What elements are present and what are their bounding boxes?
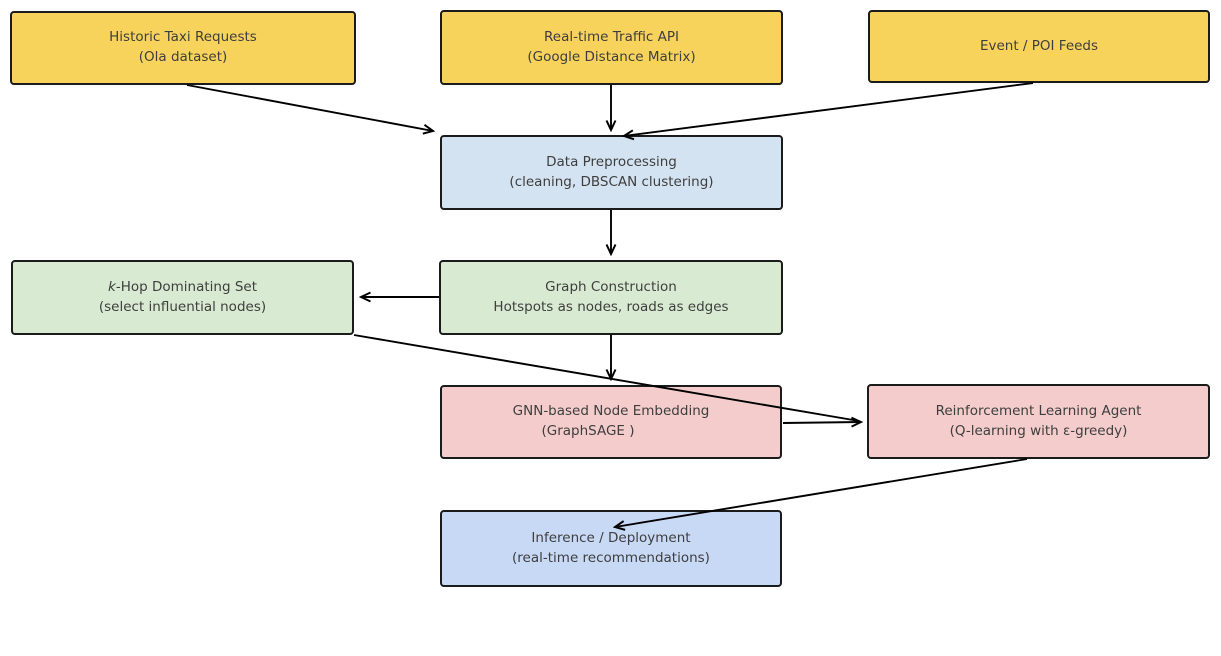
- node-label-line1: Real-time Traffic API: [544, 28, 679, 45]
- node-label-line2: (real-time recommendations): [512, 549, 710, 566]
- edge-historic-to-preprocessing-arrow: [186, 84, 433, 131]
- node-label-line1: Inference / Deployment: [531, 529, 691, 546]
- node-label-line1: Event / POI Feeds: [979, 37, 1099, 54]
- node-label-line2: (Google Distance Matrix): [527, 48, 696, 65]
- edge-events-to-preprocessing-arrow: [624, 82, 1034, 136]
- node-label-line1: Reinforcement Learning Agent: [935, 402, 1142, 419]
- node-label-line1: GNN-based Node Embedding: [512, 403, 710, 420]
- node-k-hop-dominating-set: k-Hop Dominating Set (select influential…: [11, 260, 354, 335]
- node-reinforcement-learning-agent: Reinforcement Learning Agent (Q-learning…: [867, 384, 1210, 459]
- node-gnn-node-embedding: GNN-based Node Embedding (GraphSAGE ): [440, 385, 782, 459]
- node-realtime-traffic-api: Real-time Traffic API (Google Distance M…: [440, 10, 783, 85]
- node-event-poi-feeds: Event / POI Feeds: [868, 10, 1210, 83]
- node-label-line2: Hotspots as nodes, roads as edges: [493, 298, 729, 315]
- node-label-line1: Historic Taxi Requests: [109, 29, 257, 46]
- node-label-line1: Data Preprocessing: [546, 153, 677, 170]
- node-label-line2: (GraphSAGE ): [541, 423, 635, 439]
- node-label-line2: (select influential nodes): [98, 298, 267, 315]
- node-graph-construction: Graph Construction Hotspots as nodes, ro…: [439, 260, 783, 335]
- edge-gnn-to-rl-arrow: [782, 422, 861, 423]
- node-label-line1: k-Hop Dominating Set: [108, 278, 257, 295]
- node-historic-taxi-requests: Historic Taxi Requests (Ola dataset): [10, 11, 356, 85]
- node-label-line2: (Ola dataset): [138, 49, 228, 65]
- italic-k: k: [108, 278, 116, 295]
- node-label-line2: (cleaning, DBSCAN clustering): [509, 173, 714, 190]
- node-inference-deployment: Inference / Deployment (real-time recomm…: [440, 510, 782, 587]
- node-data-preprocessing: Data Preprocessing (cleaning, DBSCAN clu…: [440, 135, 783, 210]
- node-label-line1: Graph Construction: [545, 278, 677, 295]
- node-label-line2: (Q-learning with ε-greedy): [949, 422, 1128, 439]
